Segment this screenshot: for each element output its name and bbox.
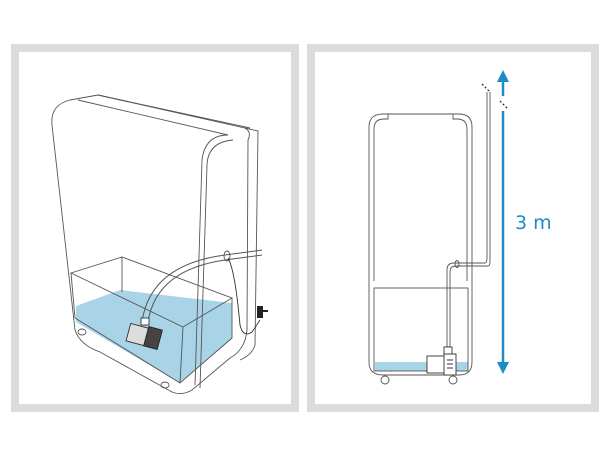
- height-label: 3 m: [515, 212, 552, 234]
- pump-left: [125, 317, 163, 351]
- power-plug-icon: [257, 306, 268, 318]
- water-right: [375, 362, 468, 371]
- dehumidifier-section: [368, 83, 509, 385]
- height-arrow: [497, 70, 509, 374]
- right-panel-frame: [307, 44, 599, 412]
- pump-right: [426, 346, 457, 376]
- left-panel-frame: [11, 44, 299, 412]
